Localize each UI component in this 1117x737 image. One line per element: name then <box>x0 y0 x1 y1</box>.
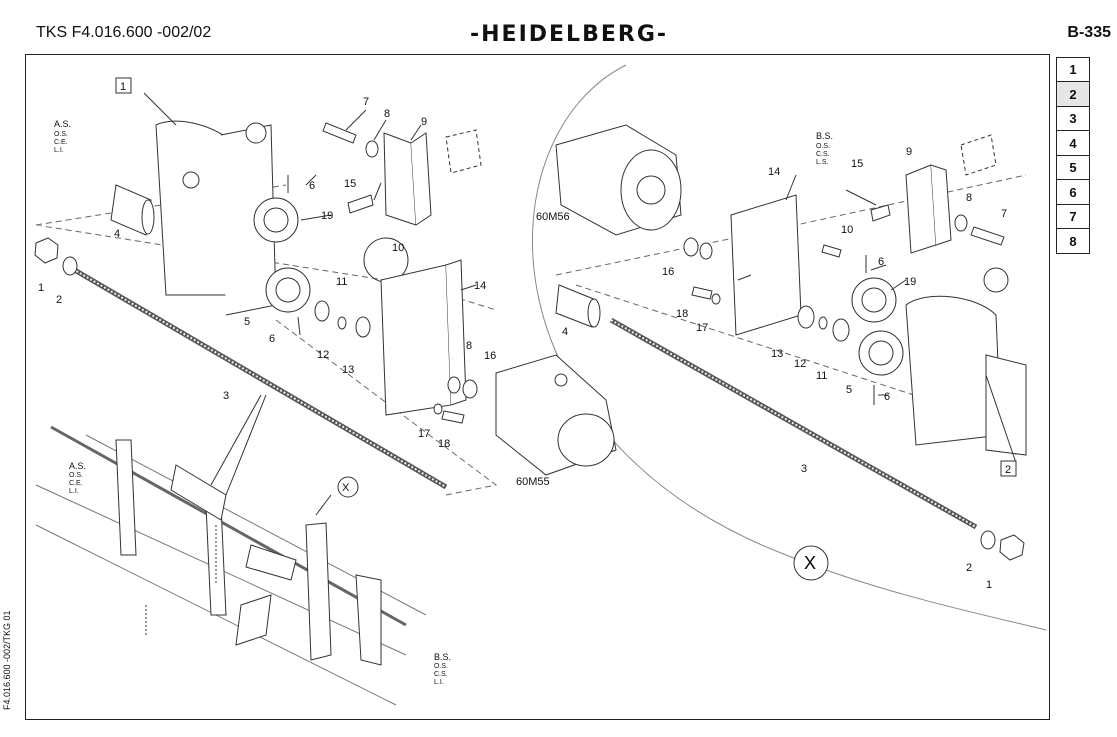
nav-tab-3[interactable]: 3 <box>1056 105 1090 132</box>
nav-tab-2[interactable]: 2 <box>1056 81 1090 107</box>
callout-number: 19 <box>904 276 916 288</box>
detail-marker-large: X <box>804 553 816 573</box>
callout-number: 6 <box>269 333 275 345</box>
view-label-1: 1 <box>120 81 126 93</box>
callout-number: 1 <box>38 282 44 294</box>
callout-number: 10 <box>392 242 404 254</box>
callout-number: 5 <box>244 316 250 328</box>
nav-tab-7[interactable]: 7 <box>1056 203 1090 230</box>
callout-number: 6 <box>884 391 890 403</box>
callout-number: 13 <box>342 364 354 376</box>
inset-left-label-line: L.I. <box>69 488 79 495</box>
page-number: B-335 <box>1067 24 1111 41</box>
motor-label-60m55: 60M55 <box>516 476 550 488</box>
callout-number: 7 <box>363 96 369 108</box>
callout-number: 17 <box>696 322 708 334</box>
callout-number: 5 <box>846 384 852 396</box>
callout-number: 19 <box>321 210 333 222</box>
callout-number: 13 <box>771 348 783 360</box>
callout-number: 15 <box>851 158 863 170</box>
callout-number: 8 <box>966 192 972 204</box>
callout-number: 14 <box>768 166 780 178</box>
callout-number: 9 <box>906 146 912 158</box>
callout-number: 14 <box>474 280 486 292</box>
callout-number: 4 <box>562 326 568 338</box>
callout-number: 3 <box>801 463 807 475</box>
left-side-label-line: O.S. <box>54 131 68 138</box>
left-side-label: A.S. <box>54 119 71 129</box>
callout-number: 3 <box>223 390 229 402</box>
callout-number: 12 <box>317 349 329 361</box>
callout-number: 16 <box>484 350 496 362</box>
callout-number: 15 <box>344 178 356 190</box>
nav-tab-8[interactable]: 8 <box>1056 228 1090 254</box>
callout-number: 9 <box>421 116 427 128</box>
parts-diagram-frame: 1 2 X X A.S. O.S. C.E. L.I. B.S. O.S. C.… <box>25 54 1050 720</box>
document-id: TKS F4.016.600 -002/02 <box>36 24 212 41</box>
right-side-label: B.S. <box>816 131 833 141</box>
callout-number: 18 <box>438 438 450 450</box>
nav-tab-5[interactable]: 5 <box>1056 154 1090 181</box>
callout-number: 11 <box>336 276 347 288</box>
callout-number: 1 <box>986 579 992 591</box>
right-side-label-line: L.S. <box>816 159 829 166</box>
nav-tab-6[interactable]: 6 <box>1056 179 1090 205</box>
callout-number: 8 <box>384 108 390 120</box>
side-reference: F4.016.600 -002/TKG 01 <box>2 610 12 710</box>
nav-tab-4[interactable]: 4 <box>1056 130 1090 156</box>
inset-right-label-line: C.S. <box>434 671 448 678</box>
heidelberg-logo: -HEIDELBERG- <box>470 22 669 47</box>
callout-number: 8 <box>466 340 472 352</box>
left-side-label-line: C.E. <box>54 139 68 146</box>
callout-number: 6 <box>309 180 315 192</box>
callout-number: 12 <box>794 358 806 370</box>
callout-number: 16 <box>662 266 674 278</box>
right-side-label-line: C.S. <box>816 151 830 158</box>
inset-left-label: A.S. <box>69 461 86 471</box>
inset-right-label-line: O.S. <box>434 663 448 670</box>
callout-number: 7 <box>1001 208 1007 220</box>
callout-number: 2 <box>966 562 972 574</box>
nav-tab-1[interactable]: 1 <box>1056 56 1090 83</box>
inset-left-label-line: O.S. <box>69 472 83 479</box>
inset-right-label: B.S. <box>434 652 451 662</box>
detail-marker-small: X <box>342 482 350 494</box>
callout-number: 10 <box>841 224 853 236</box>
view-label-2: 2 <box>1005 464 1011 476</box>
exploded-parts-diagram: 1 2 X X A.S. O.S. C.E. L.I. B.S. O.S. C.… <box>34 64 1047 706</box>
inset-right-label-line: L.I. <box>434 679 444 686</box>
callout-number: 11 <box>816 370 827 382</box>
callout-number: 18 <box>676 308 688 320</box>
right-side-label-line: O.S. <box>816 143 830 150</box>
inset-left-label-line: C.E. <box>69 480 83 487</box>
motor-label-60m56: 60M56 <box>536 211 570 223</box>
callout-number: 6 <box>878 256 884 268</box>
callout-number: 17 <box>418 428 430 440</box>
left-side-label-line: L.I. <box>54 147 64 154</box>
callout-number: 4 <box>114 228 120 240</box>
callout-number: 2 <box>56 294 62 306</box>
